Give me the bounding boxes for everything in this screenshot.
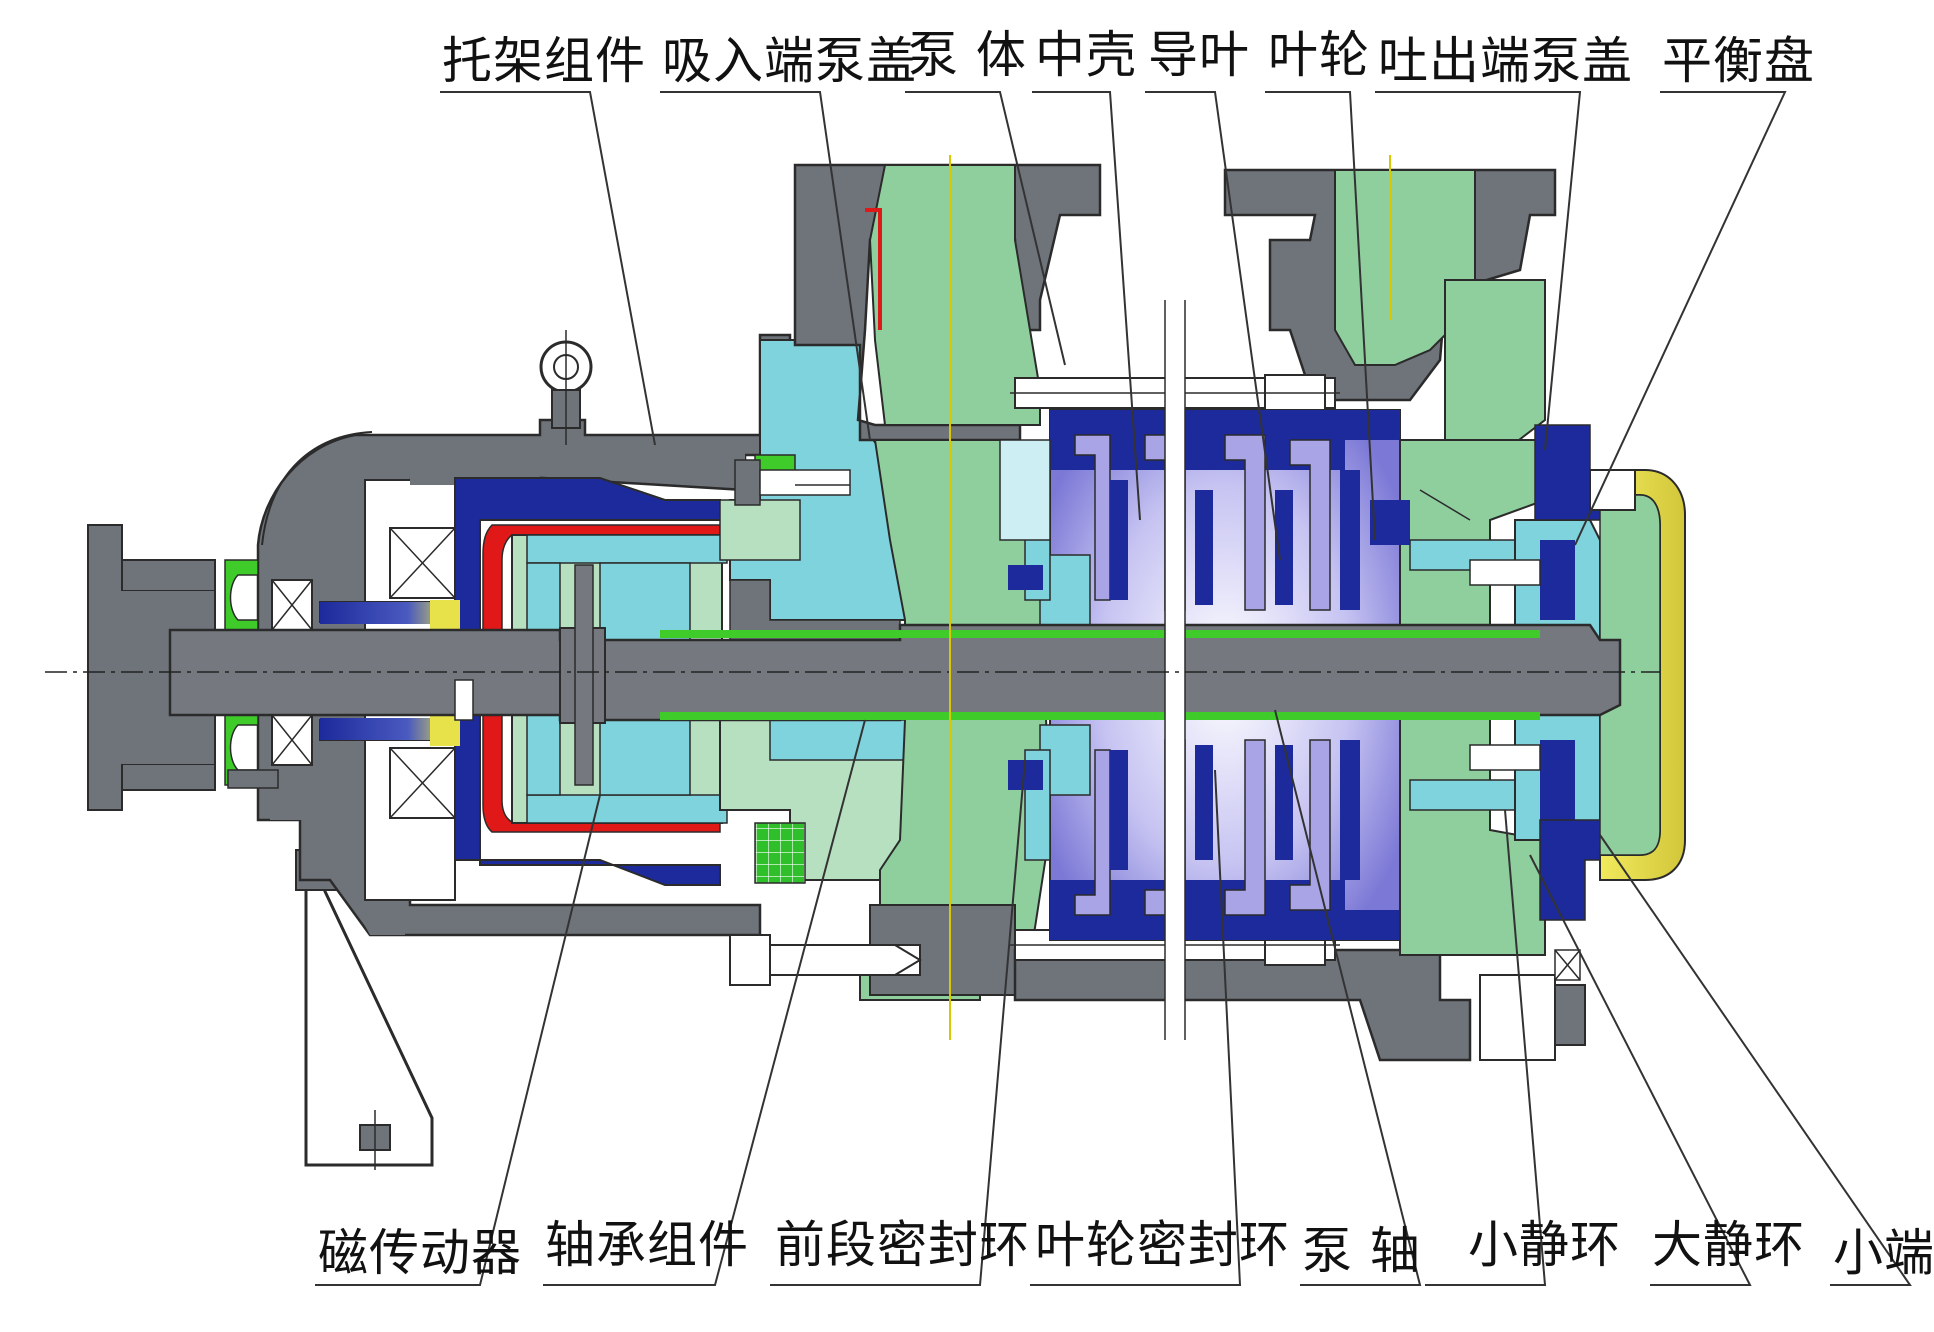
pump-drawing — [45, 155, 1686, 1170]
label-pump-body: 泵 体 — [908, 26, 1027, 84]
leader-lines — [315, 91, 1912, 1286]
label-magnetic-drive: 磁传动器 — [318, 1224, 522, 1282]
label-large-static-ring: 大静环 — [1652, 1216, 1805, 1274]
label-impeller: 叶轮 — [1268, 26, 1370, 84]
section-break — [1165, 300, 1185, 1040]
label-guide-vane: 导叶 — [1148, 26, 1250, 84]
coupling-flange — [87, 524, 216, 811]
label-balance-disc: 平衡盘 — [1662, 32, 1815, 90]
part-labels: 托架组件 吸入端泵盖 泵 体 中壳 导叶 叶轮 吐出端泵盖 平衡盘 磁传动器 轴… — [318, 26, 1934, 1282]
label-impeller-seal-ring: 叶轮密封环 — [1035, 1216, 1290, 1274]
label-small-end-cover: 小端盖 — [1833, 1224, 1934, 1282]
label-discharge-cover: 吐出端泵盖 — [1378, 32, 1633, 90]
label-bracket-assembly: 托架组件 — [442, 32, 646, 90]
label-front-seal-ring: 前段密封环 — [775, 1216, 1030, 1274]
bearing-blocks — [224, 527, 456, 819]
label-middle-casing: 中壳 — [1035, 26, 1137, 84]
label-suction-cover: 吸入端泵盖 — [662, 32, 917, 90]
label-pump-shaft: 泵 轴 — [1302, 1222, 1421, 1280]
label-small-static-ring: 小静环 — [1468, 1216, 1621, 1274]
label-bearing-assembly: 轴承组件 — [545, 1216, 749, 1274]
